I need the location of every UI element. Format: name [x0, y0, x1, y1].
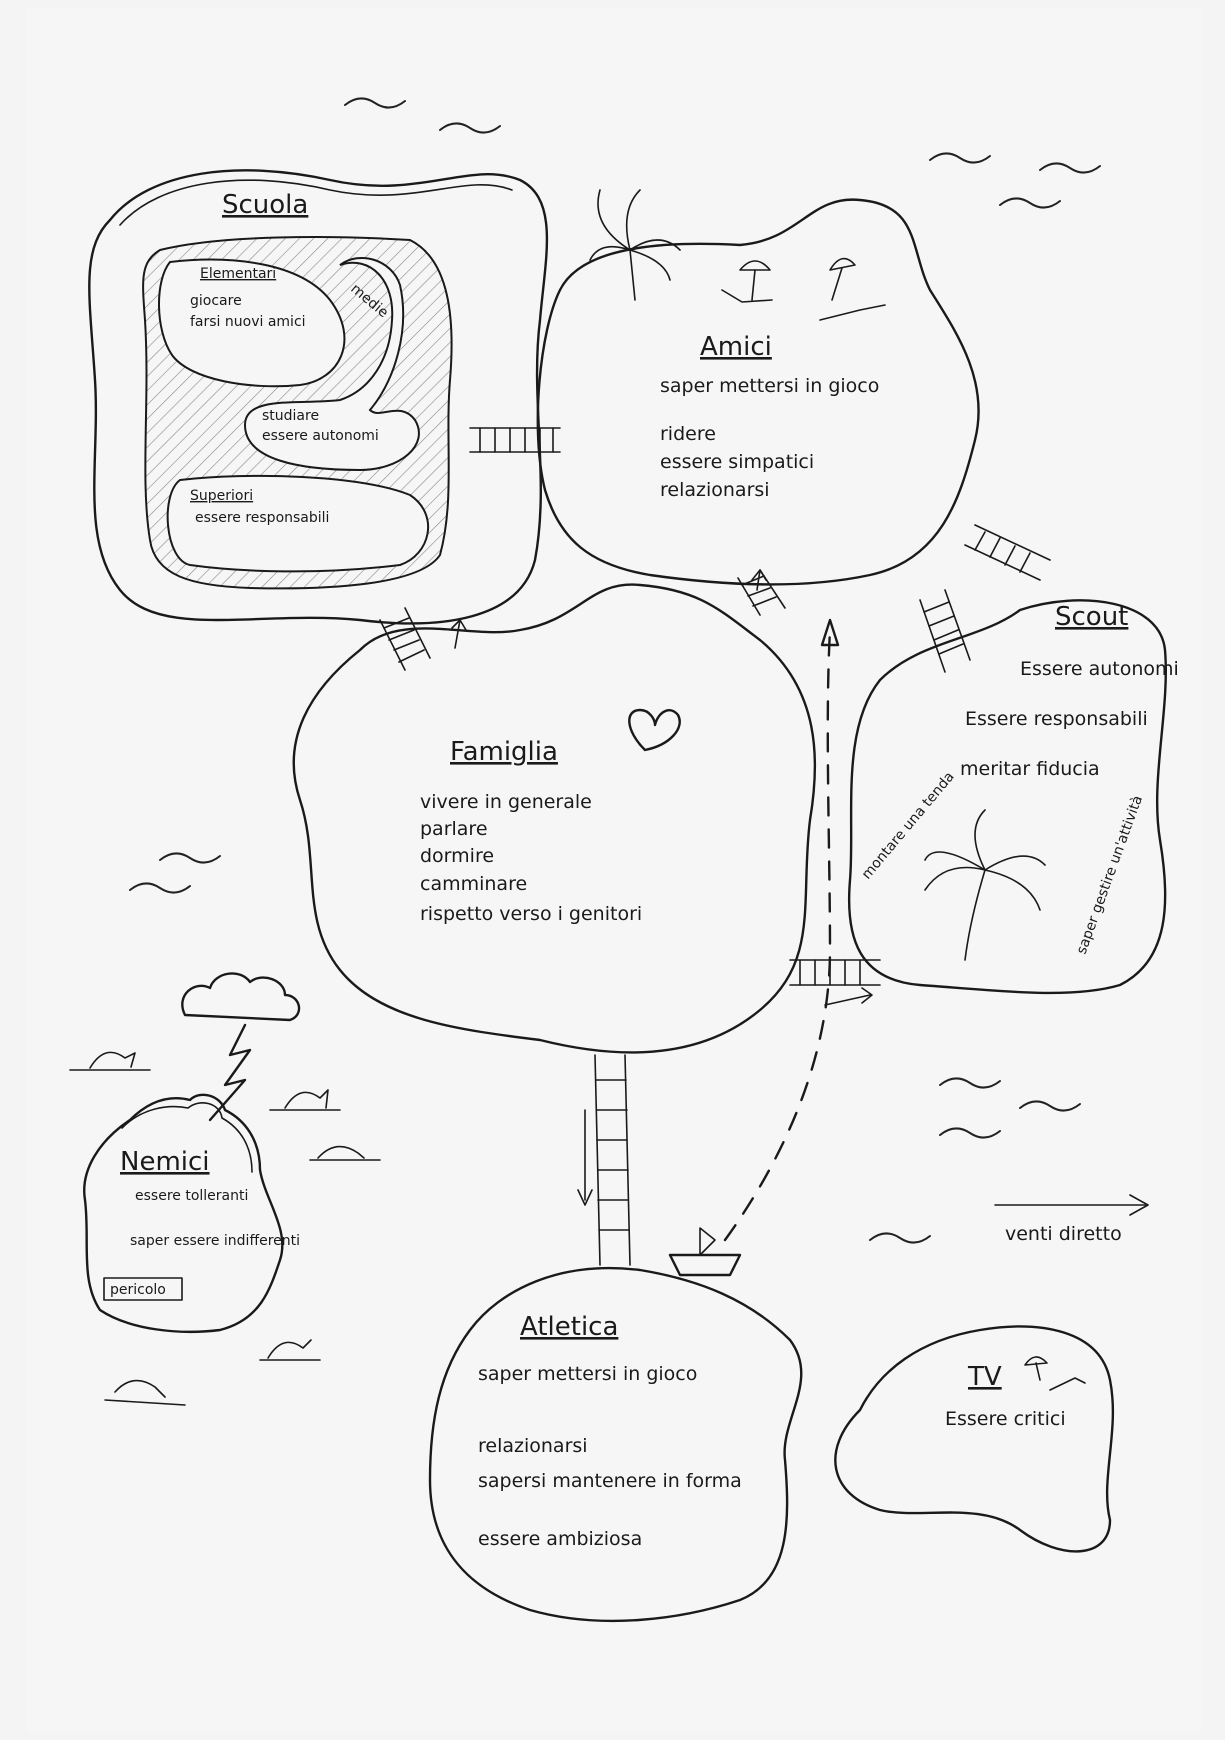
tv-title: TV: [967, 1362, 1002, 1392]
shark-icon: [69, 1051, 151, 1071]
nemici-item: saper essere indifferenti: [130, 1233, 300, 1249]
scout-title: Scout: [1055, 602, 1128, 632]
umbrella-icon: [721, 260, 773, 303]
atletica-item: relazionarsi: [478, 1435, 588, 1457]
atletica-item: saper mettersi in gioco: [478, 1363, 697, 1385]
scout-item: meritar fiducia: [960, 758, 1100, 780]
shark-icon: [259, 1339, 321, 1361]
arrows: [451, 569, 1149, 1242]
atletica-item: sapersi mantenere in forma: [478, 1470, 742, 1492]
scout-item: Essere autonomi: [1020, 658, 1179, 680]
scuola-elementari-item: farsi nuovi amici: [190, 314, 306, 330]
atletica-item: essere ambiziosa: [478, 1528, 642, 1550]
heart-icon: [628, 708, 681, 752]
scuola-superiori-label: Superiori: [190, 488, 253, 504]
umbrella-icon: [819, 257, 886, 321]
nemici-title: Nemici: [120, 1147, 210, 1177]
famiglia-item: dormire: [420, 845, 494, 867]
atletica-title: Atletica: [520, 1312, 618, 1342]
amici-title: Amici: [700, 332, 772, 362]
shark-icon: [309, 1145, 381, 1161]
amici-item: relazionarsi: [660, 479, 770, 501]
island-nemici: Nemici essere tolleranti saper essere in…: [83, 1093, 300, 1333]
amici-item: essere simpatici: [660, 451, 814, 473]
palm-tree-icon: [924, 809, 1046, 961]
amici-item: saper mettersi in gioco: [660, 375, 879, 397]
shark-icon: [104, 1379, 186, 1406]
danger-sign: [103, 1277, 183, 1301]
scuola-elementari-label: Elementari: [200, 266, 276, 282]
island-scuola: Scuola Elementari giocare farsi nuovi am…: [88, 169, 549, 625]
bridges: [379, 427, 1051, 1266]
famiglia-title: Famiglia: [450, 737, 558, 767]
island-famiglia: Famiglia vivere in generale parlare dorm…: [292, 583, 817, 1054]
tv-item: Essere critici: [945, 1408, 1066, 1430]
famiglia-item: parlare: [420, 818, 488, 840]
scuola-medie-item: essere autonomi: [262, 428, 379, 444]
scuola-medie-item: studiare: [262, 408, 319, 424]
famiglia-item: rispetto verso i genitori: [420, 903, 642, 925]
shark-icon: [269, 1089, 341, 1111]
amici-item: ridere: [660, 423, 716, 445]
scuola-superiori-item: essere responsabili: [195, 510, 329, 526]
island-amici: Amici saper mettersi in gioco ridere ess…: [536, 198, 980, 586]
sea-waves: [129, 97, 1101, 1244]
palm-tree-icon: [589, 189, 681, 301]
scuola-title: Scuola: [222, 190, 308, 220]
storm-cloud-icon: [181, 972, 301, 1122]
nemici-sign: pericolo: [110, 1282, 166, 1298]
island-atletica: Atletica saper mettersi in gioco relazio…: [428, 1266, 803, 1623]
famiglia-item: vivere in generale: [420, 791, 592, 813]
scuola-elementari-item: giocare: [190, 293, 242, 309]
island-tv: TV Essere critici: [834, 1325, 1115, 1553]
wind-label: venti diretto: [1005, 1223, 1122, 1245]
nemici-item: essere tolleranti: [135, 1188, 248, 1204]
famiglia-item: camminare: [420, 873, 527, 895]
umbrella-icon: [1024, 1356, 1086, 1391]
sailboat-icon: [668, 1227, 742, 1277]
scout-item: Essere responsabili: [965, 708, 1148, 730]
